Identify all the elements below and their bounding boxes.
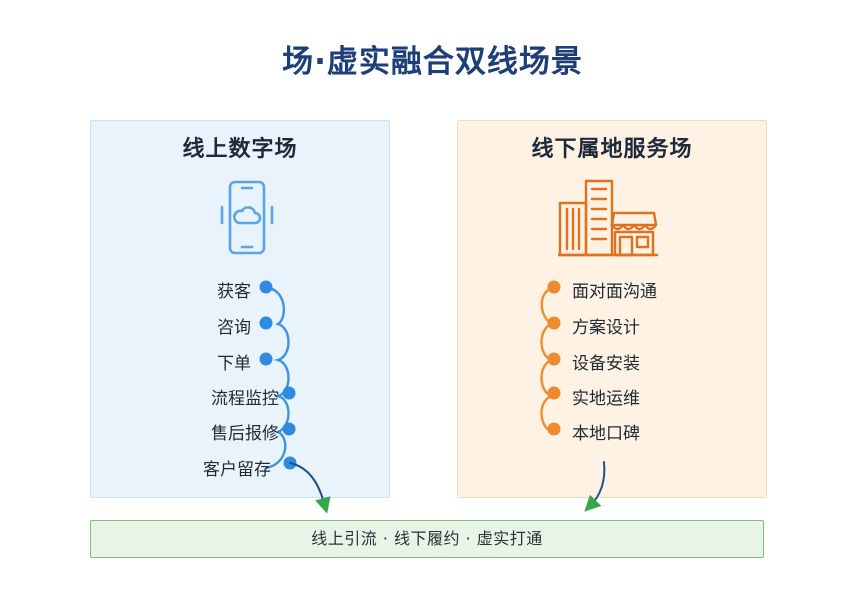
- offline-step-3-dot: [547, 352, 561, 366]
- online-step-5-dot: [282, 422, 296, 436]
- online-panel: 线上数字场 获客 咨询 下单 流程监控 售后报修 客户留存: [90, 120, 390, 498]
- offline-step-4-dot: [547, 386, 561, 400]
- offline-to-bottom-arrow: [584, 461, 606, 512]
- offline-step-4: 实地运维: [572, 389, 640, 409]
- online-step-1-dot: [259, 280, 273, 294]
- online-step-1: 获客: [217, 282, 251, 302]
- online-step-3-dot: [259, 352, 273, 366]
- online-step-2-dot: [259, 316, 273, 330]
- online-step-4-dot: [282, 386, 296, 400]
- offline-panel: 线下属地服务场 面对面沟通 方案设计 设备安装 实地: [457, 120, 767, 498]
- online-to-bottom-arrow: [289, 462, 331, 514]
- summary-bar: 线上引流 · 线下履约 · 虚实打通: [90, 520, 764, 558]
- online-step-2: 咨询: [217, 318, 251, 338]
- offline-step-5: 本地口碑: [572, 424, 640, 444]
- offline-step-2-dot: [547, 316, 561, 330]
- offline-step-1: 面对面沟通: [572, 282, 657, 302]
- page-title: 场·虚实融合双线场景: [282, 44, 583, 80]
- online-flow-connector: [264, 286, 290, 470]
- online-step-5: 售后报修: [211, 424, 279, 444]
- offline-step-2: 方案设计: [572, 318, 640, 338]
- offline-step-5-dot: [547, 422, 561, 436]
- offline-panel-title: 线下属地服务场: [531, 137, 693, 162]
- online-step-3: 下单: [217, 354, 251, 374]
- buildings-storefront-icon: [558, 179, 658, 257]
- online-step-4: 流程监控: [211, 389, 279, 409]
- offline-step-3: 设备安装: [572, 354, 640, 374]
- phone-cloud-icon: [220, 180, 274, 255]
- online-panel-title: 线上数字场: [182, 137, 298, 162]
- offline-step-1-dot: [547, 280, 561, 294]
- online-step-6: 客户留存: [203, 460, 271, 480]
